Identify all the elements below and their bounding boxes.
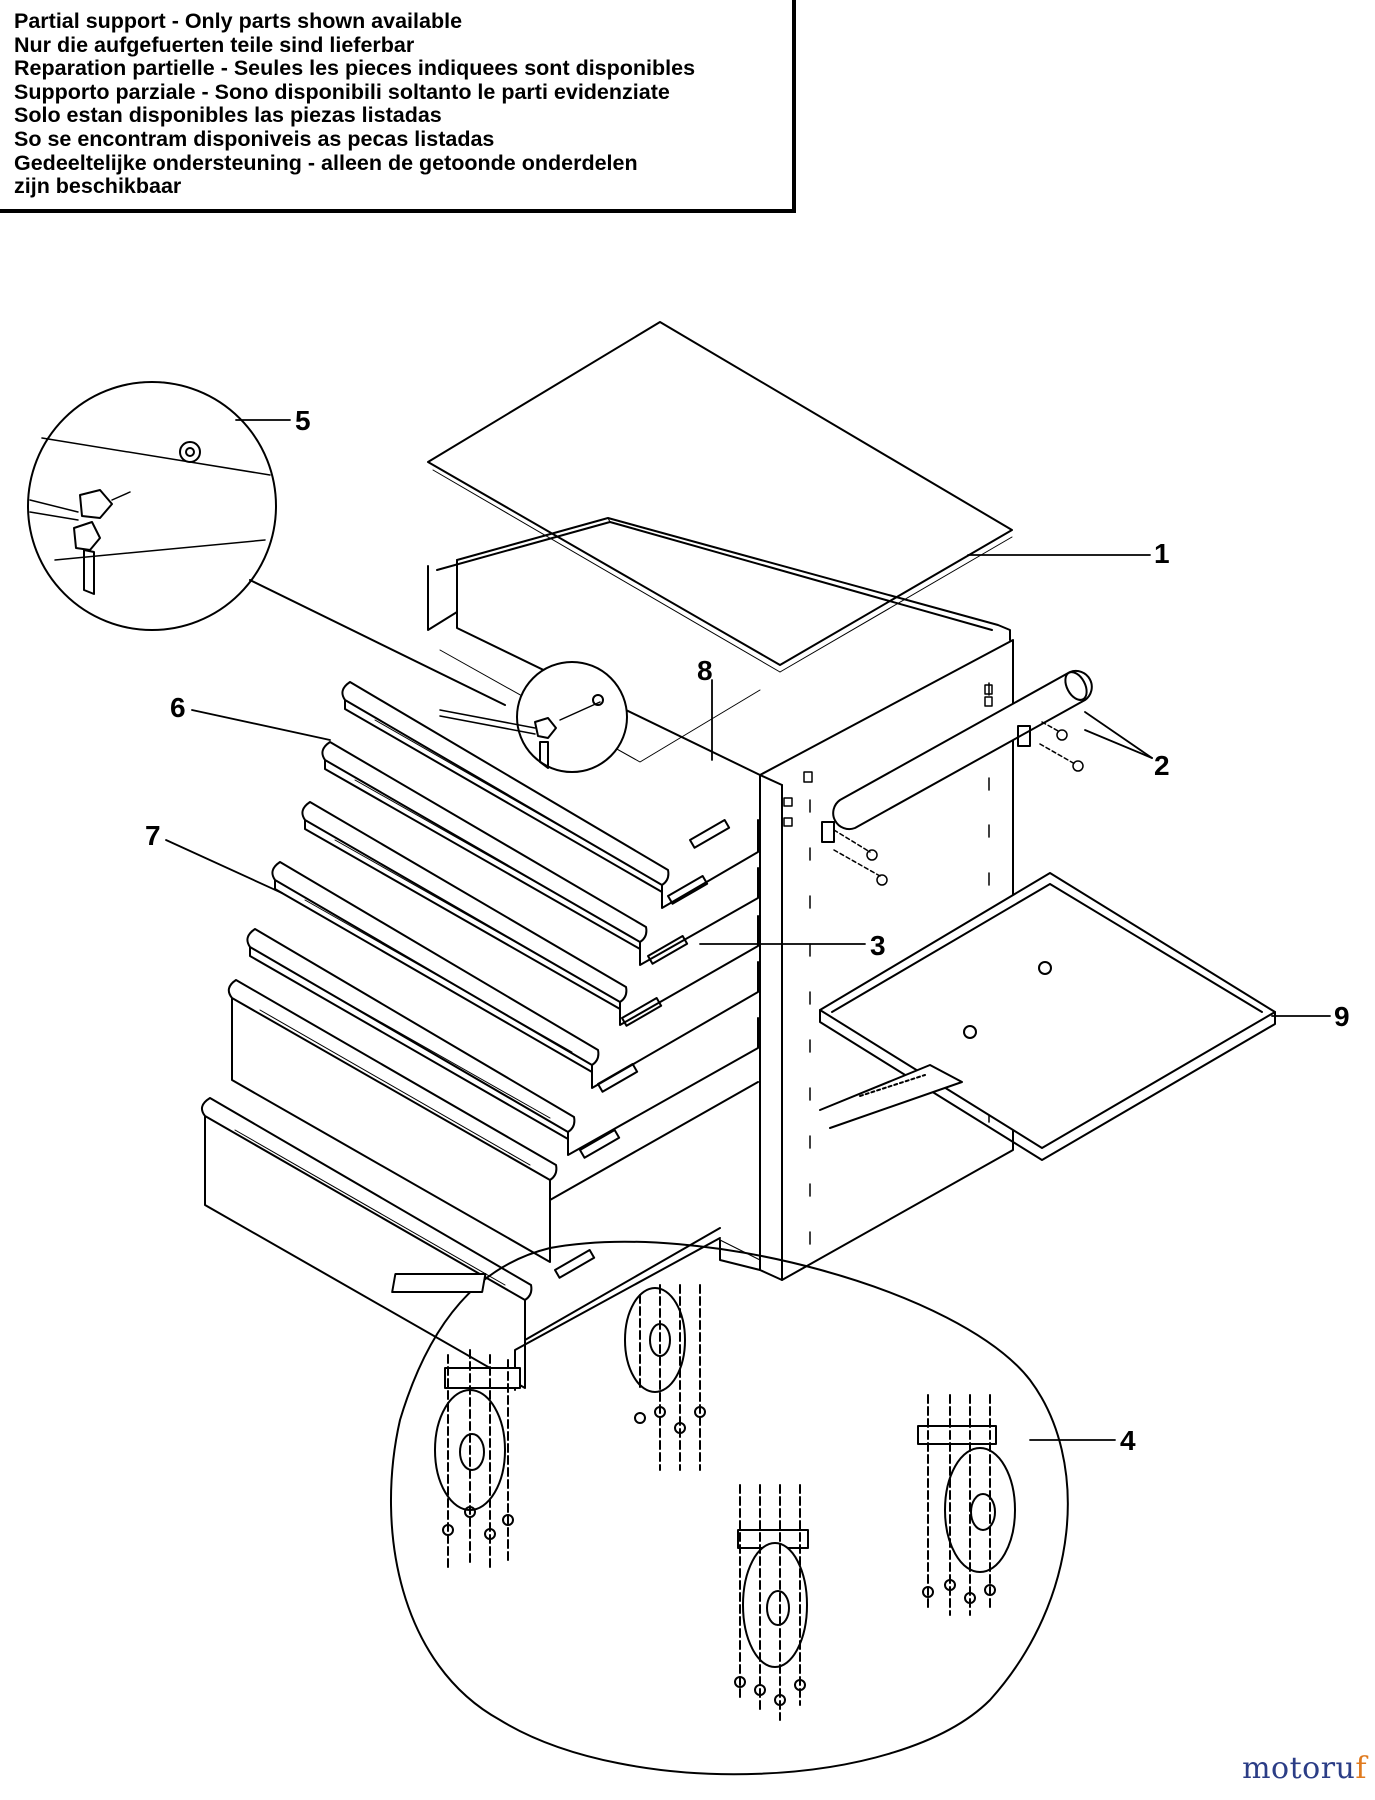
callout-8: 8	[697, 655, 713, 686]
callout-3: 3	[870, 930, 886, 961]
notice-line-fr: Reparation partielle - Seules les pieces…	[14, 56, 696, 81]
callout-1: 1	[1154, 538, 1170, 569]
caster-a	[391, 1273, 706, 1471]
lock-detail-small	[439, 661, 628, 773]
callout-6: 6	[170, 692, 186, 723]
partial-support-notice: Partial support - Only parts shown avail…	[0, 0, 796, 213]
side-handle	[821, 669, 1093, 843]
notice-line-pt: So se encontram disponiveis as pecas lis…	[14, 126, 495, 151]
top-cover-mat	[427, 321, 1013, 673]
lock-detail-magnified	[27, 381, 506, 706]
notice-line-de: Nur die aufgefuerten teile sind lieferba…	[14, 32, 415, 57]
callout-4: 4	[1120, 1425, 1136, 1456]
watermark-logo: motoruf	[1242, 1751, 1367, 1786]
watermark-text: motoru	[1242, 1751, 1356, 1786]
drawer-inner-details	[234, 649, 761, 1286]
cabinet-body	[427, 517, 1014, 1281]
callout-7: 7	[145, 820, 161, 851]
notice-line-en: Partial support - Only parts shown avail…	[14, 9, 463, 33]
watermark-accent: f	[1355, 1751, 1367, 1786]
caster-b	[434, 1349, 521, 1571]
callout-2: 2	[1154, 750, 1170, 781]
notice-line-es: Solo estan disponibles las piezas listad…	[14, 103, 442, 128]
caster-d	[917, 1394, 1016, 1616]
drawer-stack	[200, 681, 759, 1391]
caster-c	[734, 1484, 809, 1721]
callout-9: 9	[1334, 1001, 1350, 1032]
callout-5: 5	[295, 405, 311, 436]
handle-screws	[833, 721, 1084, 886]
notice-line-it: Supporto parziale - Sono disponibili sol…	[14, 79, 670, 104]
notice-line-nl-2: zijn beschikbaar	[14, 174, 182, 199]
leader-lines	[165, 419, 1331, 1441]
side-shelf	[819, 872, 1276, 1161]
notice-line-nl-1: Gedeeltelijke ondersteuning - alleen de …	[14, 150, 638, 175]
casters-group	[390, 1240, 1069, 1776]
